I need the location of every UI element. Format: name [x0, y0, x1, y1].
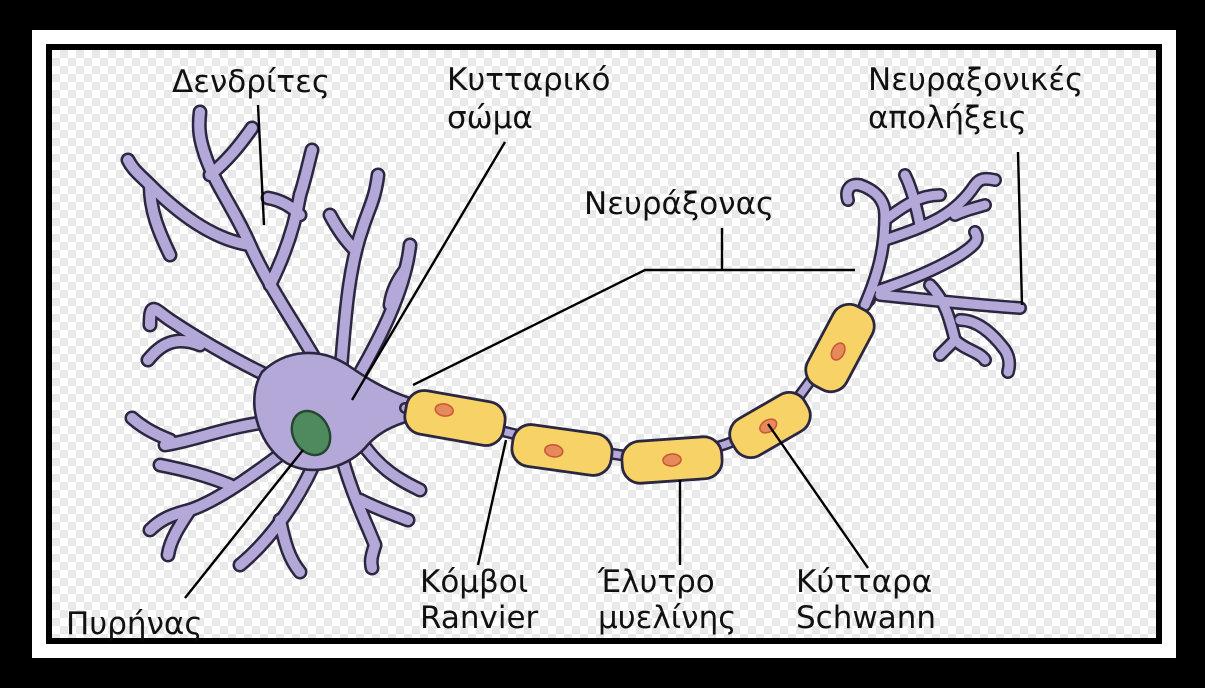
schwann-cell — [510, 422, 615, 478]
axon-leader-bracket — [413, 270, 855, 385]
nodes-label-line1: Κόμβοι — [420, 564, 528, 600]
nodes-label-line2: Ranvier — [420, 600, 539, 636]
myelin-label-line1: Έλυτρο — [597, 564, 715, 600]
schwann-label-line1: Κύτταρα — [796, 564, 932, 600]
cell-body — [254, 353, 412, 470]
dendrites-leader — [258, 105, 264, 225]
cell-body-label-line2: σώμα — [447, 100, 533, 136]
axon-terminals-leader — [1018, 152, 1022, 305]
cell-body-label-line1: Κυτταρικό — [447, 62, 610, 98]
schwann-cell — [402, 388, 508, 449]
schwann-leader — [768, 424, 868, 568]
dendrites-label: Δενδρίτες — [172, 64, 330, 100]
axon-terminals-label-line2: απολήξεις — [868, 100, 1027, 136]
nucleus-label: Πυρήνας — [66, 606, 203, 642]
axon-terminals-label-line1: Νευραξονικές — [868, 62, 1083, 98]
axon-terminals — [847, 175, 1020, 372]
neuron-cell — [128, 112, 420, 572]
nodes-leader — [478, 440, 506, 565]
schwann-cell — [621, 436, 724, 485]
schwann-cell — [799, 298, 880, 398]
dendrites — [128, 112, 420, 572]
schwann-label-line2: Schwann — [796, 600, 936, 636]
axon-label: Νευράξονας — [584, 186, 774, 222]
myelin-label-line2: μυελίνης — [598, 600, 736, 636]
